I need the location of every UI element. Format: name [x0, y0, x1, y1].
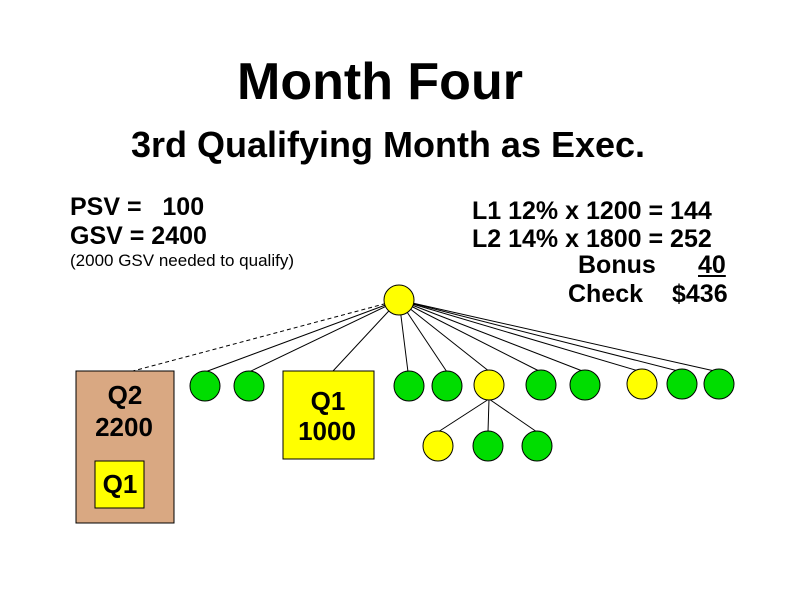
green-node-5: [525, 369, 557, 401]
line-to-node-9: [398, 299, 683, 373]
yellow-sub-node: [422, 430, 454, 462]
line-to-node-5: [398, 299, 491, 373]
psv-stat: PSV = 100: [70, 193, 205, 221]
slide-title: Month Four: [237, 53, 523, 111]
q2-inner-q1-box: [94, 460, 145, 509]
green-sub-node-2: [521, 430, 553, 462]
q2-box-title: Q2: [108, 380, 143, 410]
green-node-6: [569, 369, 601, 401]
check-label: Check: [568, 280, 644, 308]
line-to-sub-node-2: [487, 398, 490, 433]
q1-box-title: Q1: [311, 386, 346, 416]
yellow-node-1: [626, 368, 658, 400]
line-to-node-2: [248, 299, 400, 373]
line-to-node-6: [398, 299, 542, 373]
line-to-sub-node-3: [488, 398, 538, 433]
q1-box: [282, 370, 375, 460]
green-node-2: [233, 370, 265, 402]
slide-subtitle: 3rd Qualifying Month as Exec.: [130, 124, 646, 165]
gsv-stat: GSV = 2400: [70, 222, 207, 250]
q1-box-volume: 1000: [298, 416, 356, 446]
green-node-7: [666, 368, 698, 400]
gsv-qualify-note: (2000 GSV needed to qualify): [70, 251, 294, 270]
line-to-node-8: [398, 299, 643, 373]
bonus-label: Bonus: [578, 251, 656, 279]
line-to-sub-node-1: [437, 398, 490, 433]
line-to-node-7: [398, 299, 586, 373]
green-node-1: [189, 370, 221, 402]
bonus-value: 40: [698, 251, 726, 279]
green-node-8: [703, 368, 735, 400]
l2-commission: L2 14% x 1800 = 252: [472, 225, 712, 253]
root-node: [383, 284, 415, 316]
check-value: $436: [672, 280, 728, 308]
q2-inner-q1-label: Q1: [103, 469, 138, 499]
q2-box-volume: 2200: [95, 412, 153, 442]
green-node-4: [431, 370, 463, 402]
green-node-3: [393, 370, 425, 402]
green-sub-node-1: [472, 430, 504, 462]
line-to-q1-box: [332, 299, 400, 372]
yellow-node-parent: [473, 369, 505, 401]
dashed-line-to-q2: [132, 299, 400, 372]
l1-commission: L1 12% x 1200 = 144: [472, 197, 712, 225]
connector-lines: [132, 299, 720, 433]
line-to-node-1: [204, 299, 400, 373]
line-to-node-10: [398, 299, 720, 373]
